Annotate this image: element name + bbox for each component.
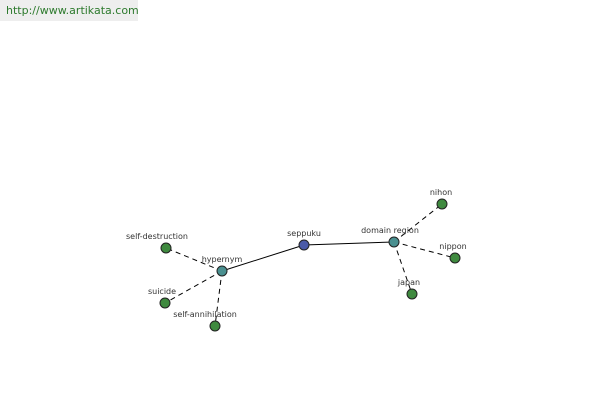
edge-domain-region-nihon [393, 203, 443, 243]
node-label-japan: japan [397, 278, 420, 287]
node-label-hypernym: hypernym [202, 255, 243, 264]
node-seppuku[interactable]: seppuku [287, 229, 321, 251]
node-self-annihilation[interactable]: self-annihilation [173, 310, 237, 332]
node-domain-region[interactable]: domain region [361, 226, 419, 248]
node-dot-self-destruction[interactable] [160, 242, 172, 254]
edge-domain-region-nippon [393, 241, 456, 259]
node-dot-seppuku[interactable] [298, 239, 310, 251]
node-dot-nippon[interactable] [449, 252, 461, 264]
node-label-self-annihilation: self-annihilation [173, 310, 237, 319]
edge-hypernym-suicide [164, 270, 223, 304]
node-label-self-destruction: self-destruction [126, 232, 188, 241]
edge-seppuku-hypernym [221, 244, 305, 272]
node-suicide[interactable]: suicide [148, 287, 176, 309]
node-label-suicide: suicide [148, 287, 176, 296]
nodes-layer: seppuku hypernym domain region self-destruc… [126, 188, 467, 332]
node-nippon[interactable]: nippon [439, 242, 467, 264]
node-label-nippon: nippon [439, 242, 466, 251]
node-dot-self-annihilation[interactable] [209, 320, 221, 332]
site-url[interactable]: http://www.artikata.com [0, 0, 139, 21]
node-label-nihon: nihon [430, 188, 452, 197]
node-self-destruction[interactable]: self-destruction [126, 232, 188, 254]
node-dot-domain-region[interactable] [388, 236, 400, 248]
node-label-domain-region: domain region [361, 226, 419, 235]
node-label-seppuku: seppuku [287, 229, 321, 238]
node-nihon[interactable]: nihon [430, 188, 452, 210]
edge-domain-region-japan [393, 241, 413, 295]
node-japan[interactable]: japan [397, 278, 420, 300]
node-dot-hypernym[interactable] [216, 265, 228, 277]
edge-hypernym-self-annihilation [214, 270, 223, 327]
edges-layer [164, 203, 456, 327]
node-dot-suicide[interactable] [159, 297, 171, 309]
node-hypernym[interactable]: hypernym [202, 255, 243, 277]
edge-seppuku-domain-region [303, 241, 395, 246]
node-dot-nihon[interactable] [436, 198, 448, 210]
node-dot-japan[interactable] [406, 288, 418, 300]
edge-hypernym-self-destruction [165, 247, 223, 272]
